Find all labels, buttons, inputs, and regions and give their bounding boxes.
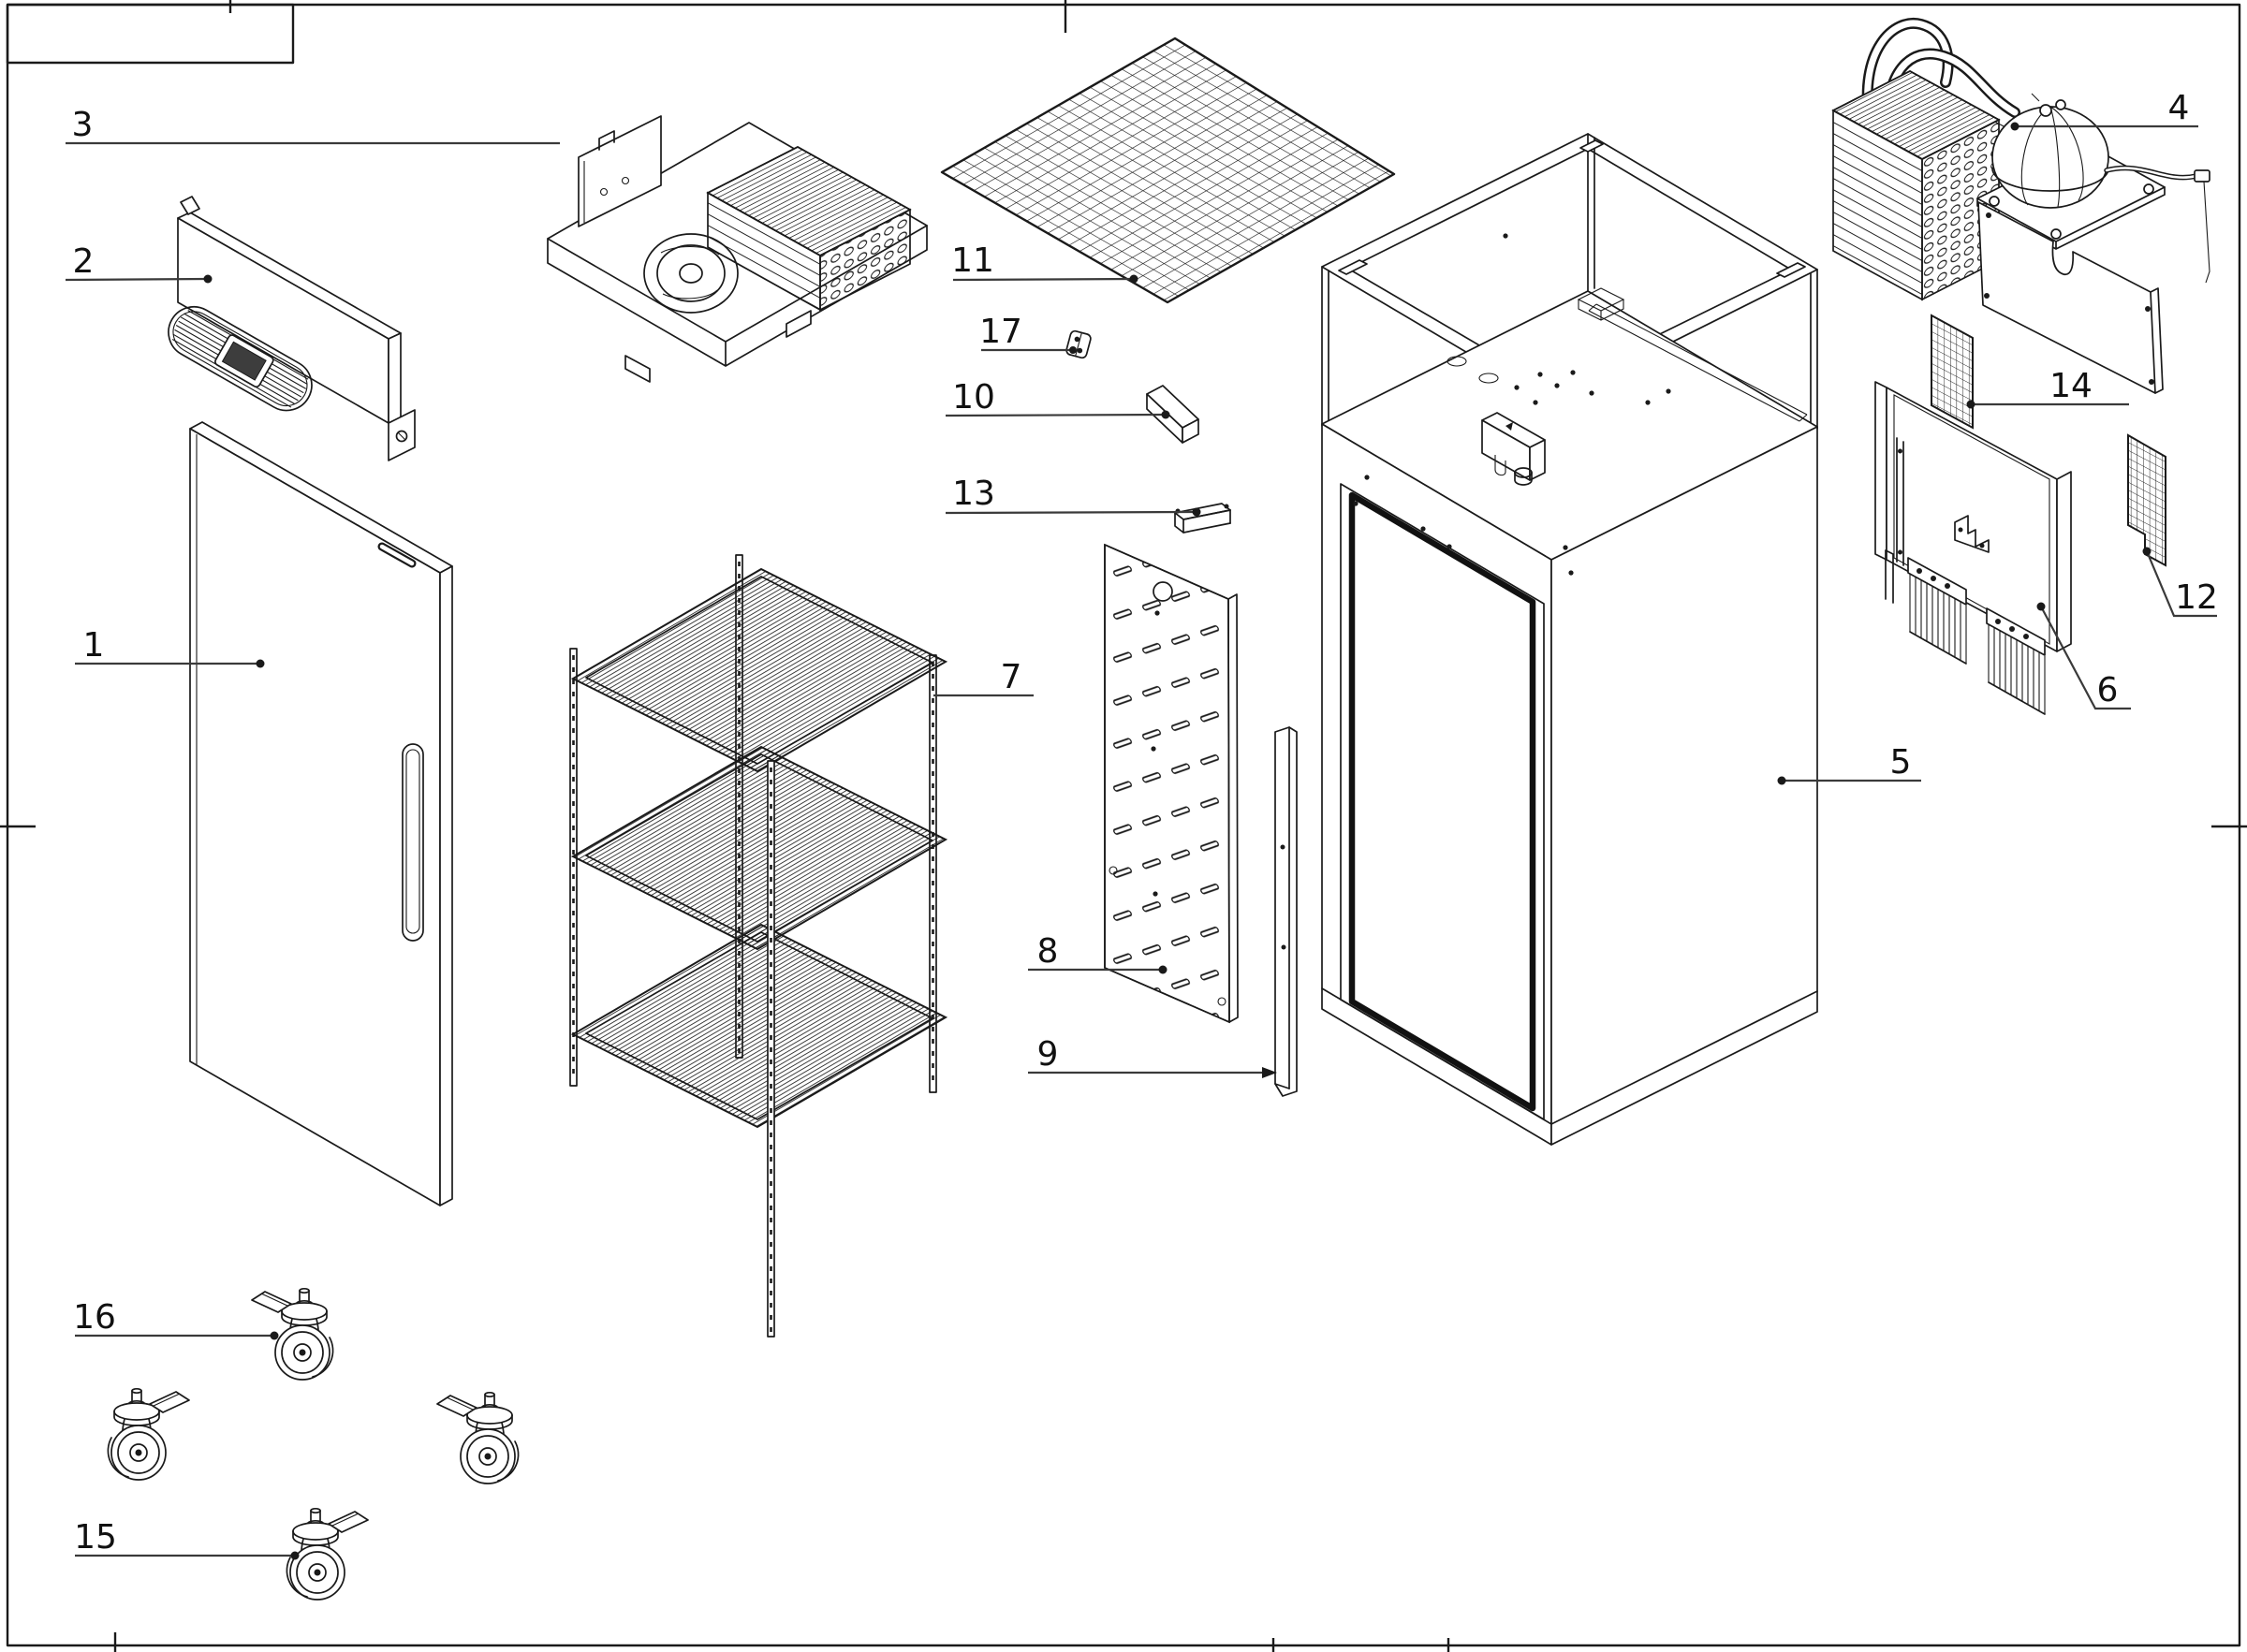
callout-number: 8 — [1037, 932, 1059, 971]
callout-9: 9 — [1028, 1035, 1277, 1078]
part-13-bracket — [1174, 503, 1231, 534]
compressor — [1991, 93, 2109, 209]
callouts: 1 2 3 4 5 6 7 8 9 10 11 12 — [65, 89, 2218, 1560]
service-tube — [2104, 165, 2210, 284]
part-12-mesh-panel — [2127, 433, 2166, 567]
door-handle — [402, 743, 424, 942]
floor-details — [1447, 287, 1808, 422]
callout-7: 7 — [933, 658, 1034, 697]
callout-number: 4 — [2168, 89, 2190, 127]
callout-number: 5 — [1890, 743, 1912, 782]
callout-number: 16 — [73, 1298, 116, 1337]
part-15-caster — [286, 1507, 369, 1601]
part-5-cabinet — [1321, 133, 1818, 1146]
callout-number: 6 — [2097, 671, 2119, 709]
condenser-coil — [1831, 70, 2001, 301]
part-11-wire-mesh-panel — [940, 37, 1396, 304]
callout-number: 9 — [1037, 1035, 1059, 1074]
part-6-evaporator-panel — [1874, 381, 2072, 715]
callout-number: 1 — [83, 626, 105, 665]
part-16-caster — [251, 1287, 334, 1381]
callout-1: 1 — [75, 626, 265, 668]
side-mounting-panel — [1977, 201, 2164, 394]
title-block — [6, 3, 295, 65]
callout-2: 2 — [65, 242, 213, 284]
callout-number: 11 — [951, 241, 994, 280]
door-vent-slot — [377, 542, 417, 568]
callout-number: 13 — [952, 475, 995, 513]
cabinet-right-face — [1550, 426, 1818, 1146]
fan-ring — [643, 233, 739, 314]
evaporator-coil — [706, 146, 912, 312]
caster — [436, 1391, 520, 1484]
callout-number: 15 — [74, 1518, 117, 1557]
wire-shelf — [570, 923, 948, 1129]
callout-number: 2 — [73, 242, 95, 281]
shelf-post-front — [767, 760, 775, 1338]
callout-17: 17 — [979, 313, 1077, 354]
part-9-trim-strip — [1274, 726, 1298, 1097]
callout-number: 14 — [2049, 367, 2093, 405]
electrical-box — [1481, 412, 1546, 486]
callout-number: 7 — [1001, 658, 1022, 696]
callout-6: 6 — [2036, 602, 2131, 710]
callout-8: 8 — [1028, 932, 1168, 974]
callout-number: 3 — [72, 106, 94, 144]
callout-number: 17 — [979, 313, 1022, 351]
wire-shelf — [570, 567, 948, 773]
callout-5: 5 — [1777, 743, 1921, 785]
side-bracket — [1885, 549, 1894, 604]
callout-4: 4 — [2010, 89, 2198, 131]
floor-screw-holes — [1503, 233, 1671, 405]
callout-11: 11 — [951, 241, 1138, 284]
callout-3: 3 — [66, 106, 560, 145]
part-4-condensing-unit — [1831, 17, 2210, 394]
panel-rail — [1896, 437, 1904, 566]
part-17-clip — [1065, 329, 1092, 359]
callout-14: 14 — [1966, 367, 2129, 409]
callout-number: 10 — [952, 378, 995, 417]
part-2-front-grille-panel — [168, 196, 416, 461]
part-8-perforated-panel — [1104, 543, 1239, 1024]
part-7-shelving-unit — [569, 554, 948, 1338]
callout-13: 13 — [945, 475, 1201, 517]
callout-16: 16 — [73, 1298, 279, 1340]
center-clip — [1954, 515, 1990, 553]
wire-shelf — [570, 745, 948, 951]
caster — [107, 1387, 190, 1481]
part-14-mesh-strip — [1931, 314, 1974, 430]
door-opening — [1340, 483, 1545, 1120]
display-screen — [221, 341, 267, 381]
callout-12: 12 — [2142, 547, 2218, 618]
part-1-door — [189, 421, 453, 1206]
part-3-refrigeration-deck — [547, 115, 928, 383]
heater-block — [1986, 607, 2046, 715]
callout-15: 15 — [74, 1518, 300, 1560]
heater-block — [1907, 557, 1967, 665]
callout-10: 10 — [945, 378, 1170, 419]
callout-number: 12 — [2175, 578, 2218, 617]
cabinet-screw-holes — [1353, 475, 1574, 576]
